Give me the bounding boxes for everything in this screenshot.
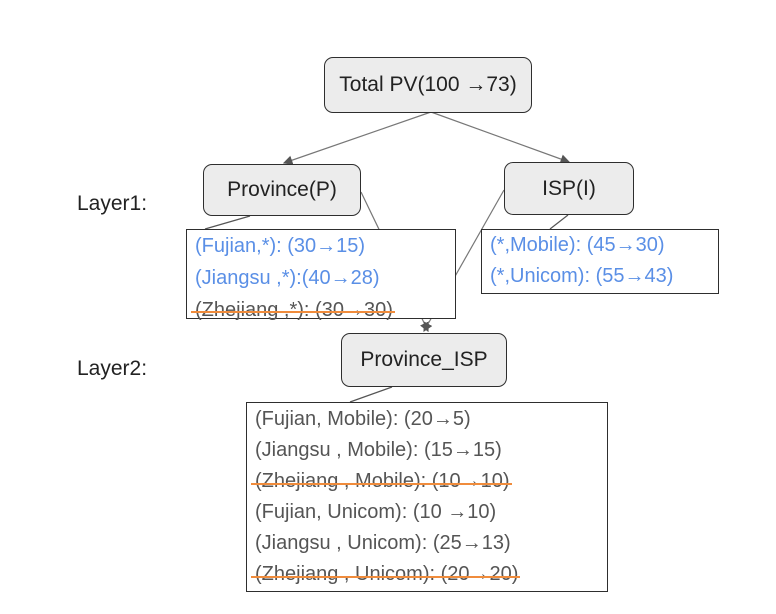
layer2-label: Layer2: [77, 357, 148, 380]
cell-entry: (Jiangsu , Unicom): (25→13) [255, 532, 511, 554]
node-total-pv: Total PV(100 →73) [324, 57, 532, 113]
edge-total-to-isp [430, 111, 571, 164]
layer1-label: Layer1: [77, 192, 148, 215]
cell-entry: (*,Mobile): (45→30) [490, 234, 665, 256]
edge-total-to-province [282, 111, 432, 165]
cell-entry: (Fujian,*): (30→15) [195, 235, 366, 257]
connector-isp-list [549, 214, 569, 230]
pruned-cell-entry: (Zhejiang ,*): (30→30) [191, 294, 395, 326]
connector-province-isp-list [349, 386, 393, 403]
cell-entry: (*,Unicom): (55→43) [490, 265, 674, 287]
pruned-cell-entry: (Zhejiang , Mobile): (10→10) [251, 466, 512, 497]
province-isp-cells-list: (Fujian, Mobile): (20→5) (Jiangsu , Mobil… [246, 402, 608, 592]
cell-entry: (Fujian, Unicom): (10 →10) [255, 501, 497, 523]
cell-entry: (Fujian, Mobile): (20→5) [255, 408, 471, 430]
node-province: Province(P) [203, 164, 361, 216]
connector-province-list [204, 215, 251, 230]
cell-entry: (Jiangsu ,*):(40→28) [195, 267, 380, 289]
pruned-cell-entry: (Zhejiang , Unicom): (20→20) [250, 559, 521, 590]
province-cells-list: (Fujian,*): (30→15)(Jiangsu ,*):(40→28)(… [186, 229, 456, 321]
node-isp: ISP(I) [504, 162, 634, 215]
cell-entry: (Jiangsu , Mobile): (15→15) [255, 439, 502, 461]
node-province-isp: Province_ISP [341, 333, 507, 387]
isp-cells-list: (*,Mobile): (45→30) (*,Unicom): (55→43) [481, 229, 719, 294]
